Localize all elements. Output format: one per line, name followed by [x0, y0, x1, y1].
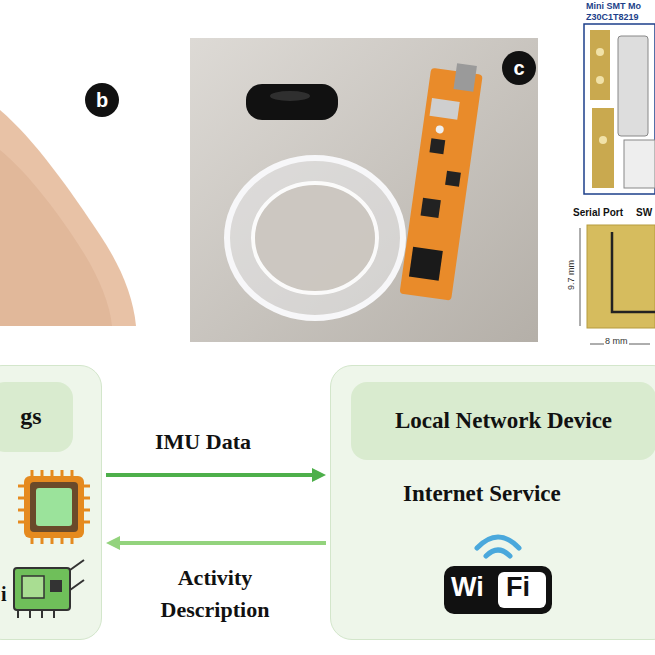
arrow-label: IMU Data: [103, 426, 303, 458]
panel-title: gs: [20, 403, 41, 431]
photo-ground: [190, 38, 538, 342]
ring-shine: [270, 91, 310, 101]
annotation: Wi: [451, 573, 484, 603]
annotation: Fi: [506, 573, 530, 603]
wifi-logo: [444, 566, 552, 614]
panel-text: Internet Service: [403, 481, 561, 507]
ring-case-hole: [253, 183, 377, 293]
panel-title: Local Network Device: [395, 408, 612, 434]
hand: [0, 110, 136, 326]
trace: [612, 232, 655, 312]
data-arrow: [106, 468, 326, 482]
annotation: 8 mm: [604, 337, 629, 347]
ring: [246, 84, 338, 120]
wifi-logo-inner: [498, 572, 546, 608]
ring-case: [227, 158, 403, 318]
arrow-shaft: [106, 473, 314, 477]
annotation: 9.7 mm: [567, 259, 577, 291]
arrow-label: Activity Description: [135, 562, 295, 626]
panel-header: Local Network Device: [351, 382, 655, 460]
chip-icon: [18, 470, 90, 544]
annotation: Z30C1T8219: [586, 13, 639, 23]
photo-ground: [0, 0, 138, 328]
annotation: Serial Port: [573, 207, 623, 218]
motor: [618, 36, 648, 136]
panel-header: gs: [0, 382, 73, 452]
panel-text: i: [1, 583, 7, 606]
pad: [592, 108, 614, 188]
annotation: Mini SMT Mo: [586, 2, 641, 12]
arrow-shaft: [118, 541, 326, 545]
annotation: SW: [636, 207, 652, 218]
motor: [624, 140, 655, 188]
schematic-ground: [570, 0, 655, 342]
data-arrow: [106, 536, 326, 550]
pad: [590, 30, 610, 100]
arrow-head: [312, 468, 326, 482]
arrow-head: [106, 536, 120, 550]
pcb: [400, 60, 484, 301]
module-outline: [584, 24, 655, 194]
panel-letter: b: [85, 83, 119, 117]
photo-shade: [190, 38, 538, 342]
pad: [587, 225, 655, 328]
hand-shade: [0, 150, 112, 326]
dimension-line: [580, 228, 581, 326]
panel-letter: c: [502, 51, 536, 85]
